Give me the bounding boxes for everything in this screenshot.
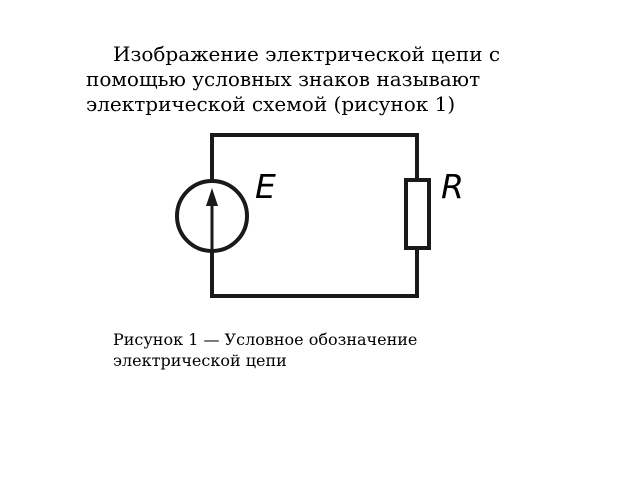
- top-wire: [210, 133, 419, 181]
- caption-line-2: электрической цепи: [113, 351, 287, 370]
- voltage-source-symbol: [175, 179, 249, 253]
- paragraph-line-3: электрической схемой (рисунок 1): [86, 92, 456, 116]
- resistor-symbol: [404, 178, 431, 250]
- resistor-label: R: [441, 167, 464, 206]
- source-label: E: [255, 167, 276, 206]
- caption-line-1: Рисунок 1 — Условное обозначение: [113, 330, 418, 349]
- paragraph-line-1: Изображение электрической цепи с: [113, 42, 501, 66]
- figure-caption: Рисунок 1 — Условное обозначение электри…: [113, 329, 533, 371]
- source-arrow-head: [206, 188, 218, 206]
- bottom-wire: [210, 248, 419, 298]
- paragraph-line-2: помощью условных знаков называют: [86, 67, 481, 91]
- intro-paragraph: Изображение электрической цепи с помощью…: [86, 42, 556, 117]
